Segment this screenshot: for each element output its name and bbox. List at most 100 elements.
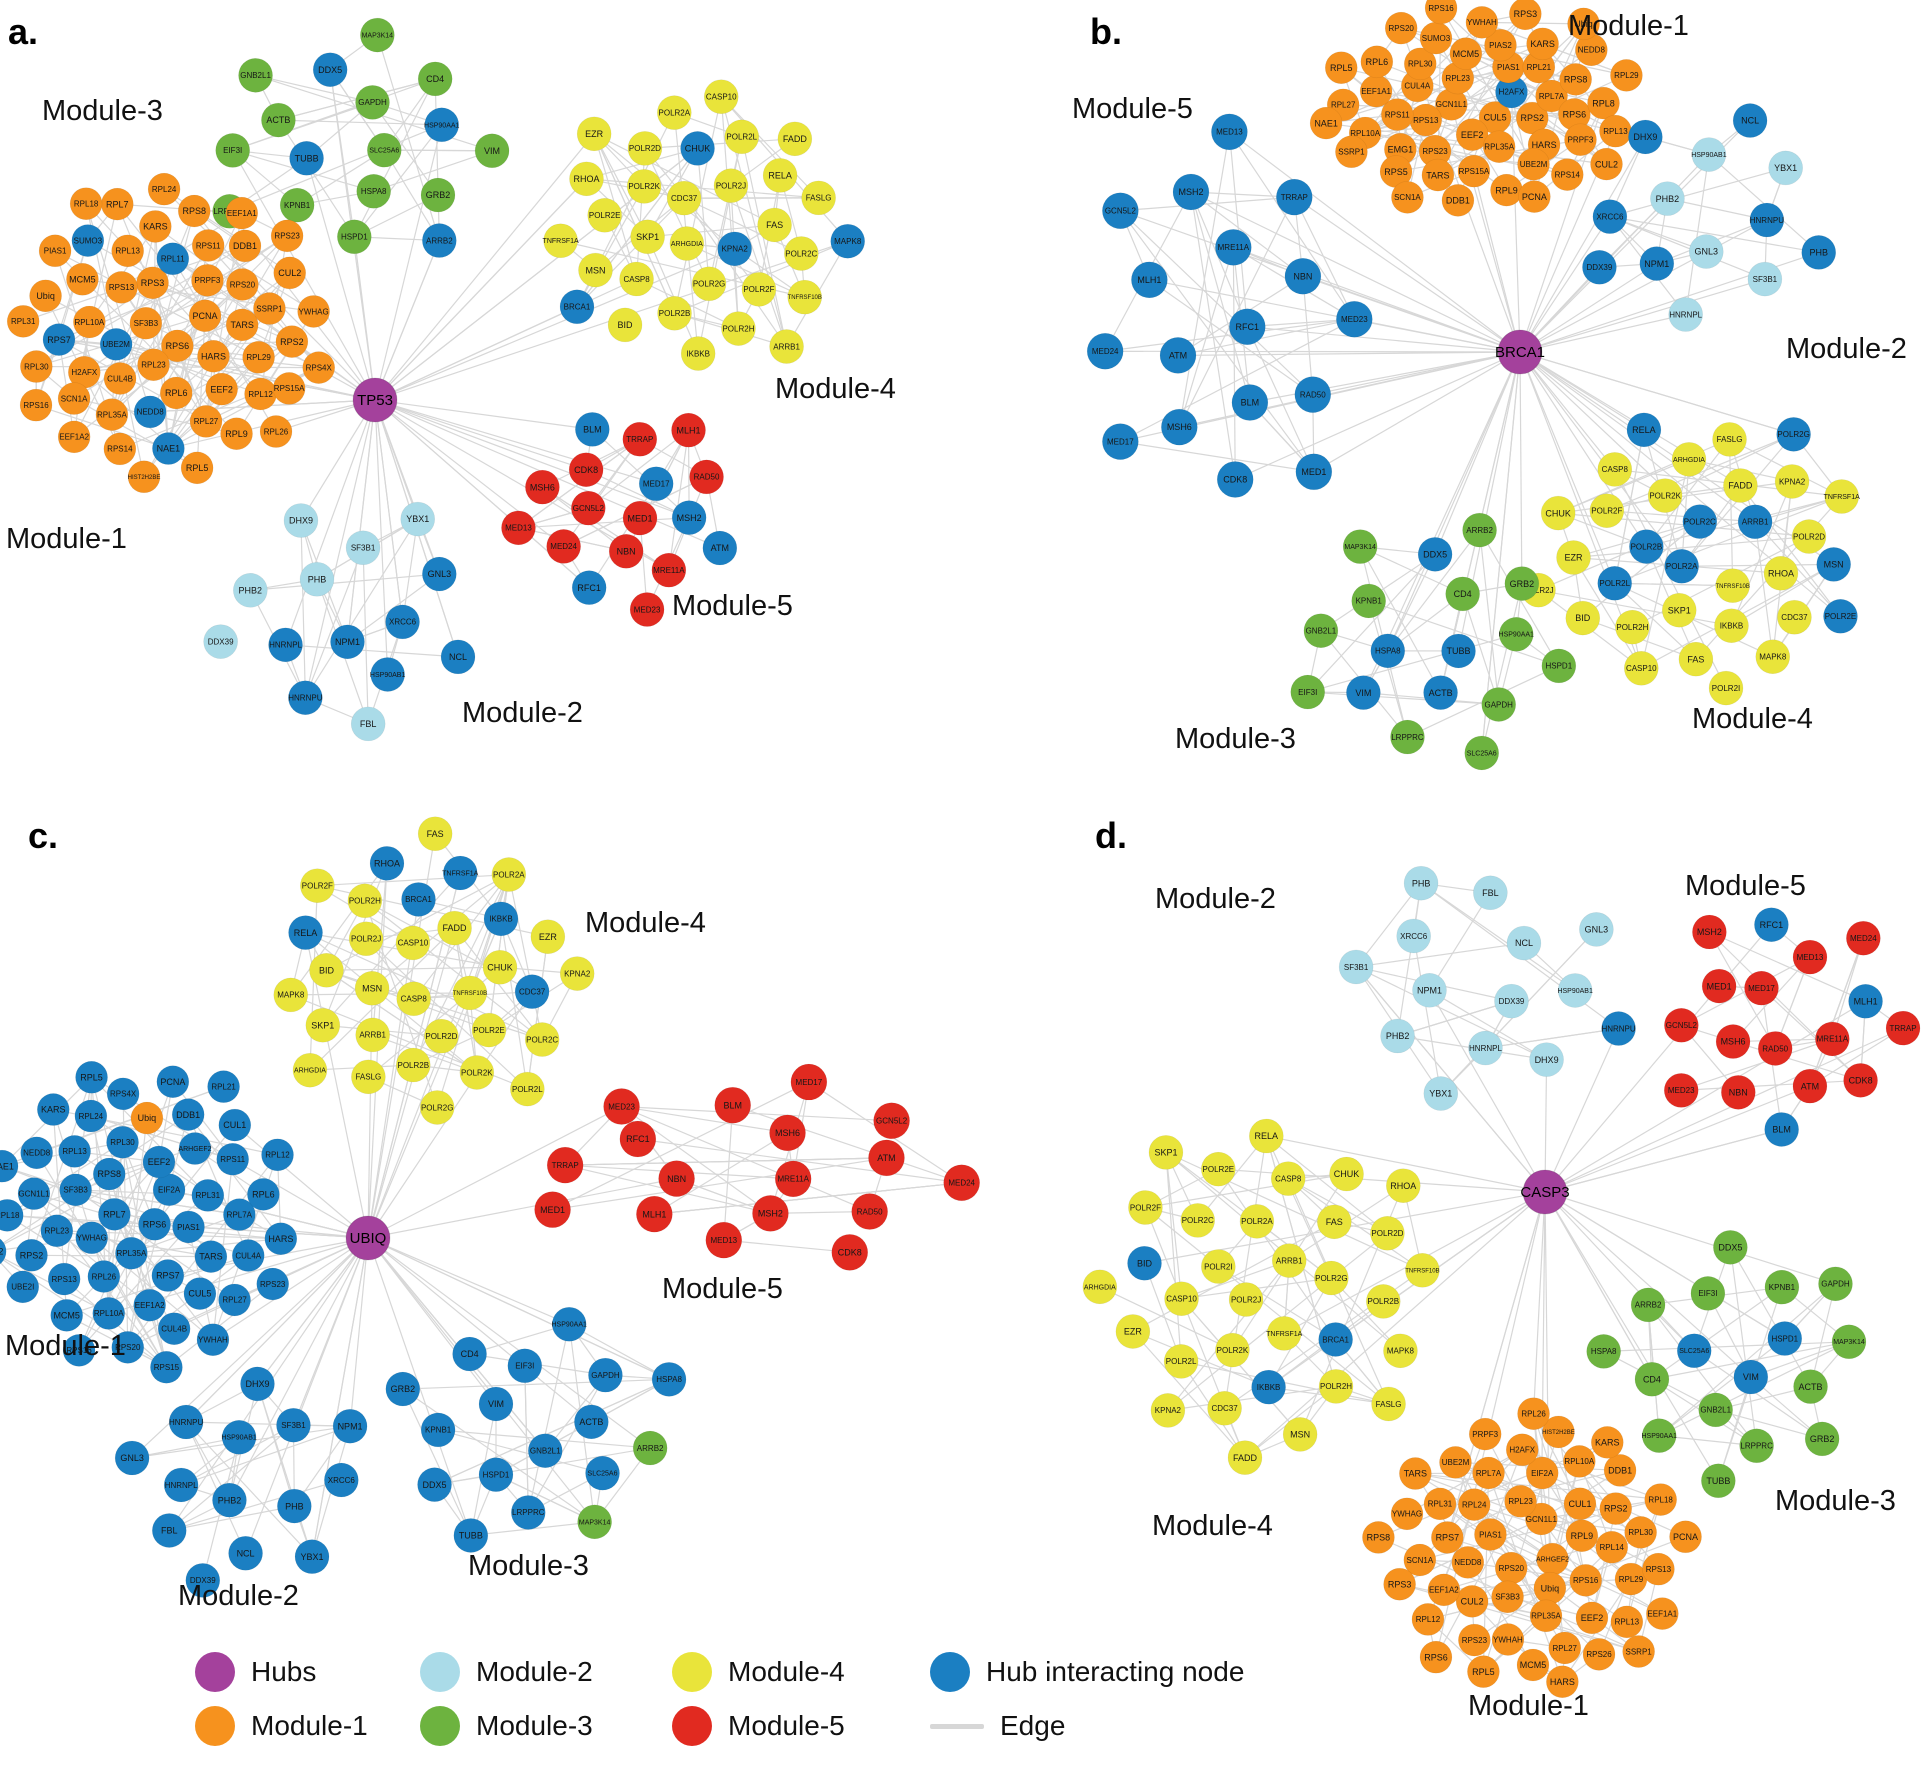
edge: [1265, 1135, 1388, 1234]
hub-edge: [374, 399, 389, 675]
edge: [1446, 1433, 1486, 1538]
gene-label: EIF3I: [223, 146, 242, 155]
gene-label: POLR2F: [1591, 507, 1622, 516]
gene-label: RPL31: [196, 1191, 221, 1200]
gene-label: GAPDH: [1821, 1280, 1850, 1289]
gene-node-POLR2B: [395, 1047, 431, 1083]
edge: [644, 148, 710, 285]
gene-label: YBX1: [406, 514, 429, 524]
edge: [1685, 154, 1710, 315]
edge: [1591, 1508, 1617, 1619]
gene-label: RPS13: [109, 283, 135, 292]
gene-label: HNRNPU: [288, 694, 322, 703]
edge: [1681, 1038, 1833, 1091]
gene-label: GRB2: [426, 190, 451, 200]
edge: [1645, 439, 1731, 547]
gene-node-RPL7A: [223, 1198, 256, 1231]
gene-node-RPS15A: [272, 372, 306, 405]
gene-label: POLR2B: [659, 309, 691, 318]
gene-node-CUL1: [1563, 1487, 1597, 1521]
gene-node-RPL10A: [92, 1297, 126, 1330]
gene-label: DDX5: [423, 1480, 447, 1490]
gene-node-RPL23: [137, 348, 170, 382]
legend-label: Module-5: [728, 1710, 845, 1741]
gene-label: EIF3I: [1698, 1289, 1717, 1298]
gene-node-POLR2C: [524, 1022, 560, 1057]
gene-node-HARS: [197, 339, 230, 373]
gene-label: PIAS1: [44, 247, 67, 256]
gene-node-RPL26: [259, 415, 293, 448]
gene-node-POLR2L: [1163, 1344, 1199, 1379]
module-label: Module-1: [6, 523, 127, 555]
edge: [1387, 554, 1436, 652]
gene-node-EZR: [530, 919, 566, 955]
gene-label: RPL27: [1553, 1644, 1578, 1653]
gene-node-RPL10A: [1563, 1445, 1596, 1478]
gene-node-TNFRSF10B: [1715, 568, 1750, 603]
gene-label: RPL26: [264, 427, 289, 436]
gene-label: RPS23: [1422, 147, 1448, 156]
hub-edge: [1519, 351, 1523, 584]
module-label: Module-2: [178, 1580, 299, 1612]
gene-node-TARS: [1399, 1457, 1432, 1490]
hub-edge: [1387, 351, 1521, 652]
gene-node-TARS: [1421, 158, 1455, 192]
gene-node-KARS: [139, 210, 172, 243]
gene-node-BLM: [1231, 384, 1269, 421]
gene-label: TRRAP: [1889, 1024, 1916, 1033]
hub-edge: [1473, 171, 1521, 353]
gene-node-YBX1: [294, 1539, 330, 1574]
gene-label: Ubiq: [1541, 1583, 1560, 1593]
edge: [526, 936, 549, 1090]
gene-node-EZR: [1115, 1314, 1151, 1349]
gene-label: DDX39: [1587, 263, 1613, 272]
gene-node-HARS: [264, 1222, 298, 1256]
label-layer: c.Module-4Module-5Module-1Module-2Module…: [5, 815, 783, 1612]
gene-node-POLR2B: [1365, 1284, 1401, 1319]
gene-label: MSN: [1290, 1430, 1310, 1440]
gene-label: RPS13: [1646, 1565, 1672, 1574]
gene-node-RFC1: [1754, 907, 1789, 942]
gene-node-LRPPRC: [510, 1495, 546, 1530]
hub-edge: [1434, 351, 1521, 555]
gene-label: GCN5L2: [1666, 1021, 1698, 1030]
gene-node-RPS15A: [1457, 154, 1491, 188]
gene-label: PHB2: [218, 1495, 242, 1505]
gene-label: CD4: [426, 74, 444, 84]
edge: [527, 1324, 570, 1513]
edge: [1145, 1173, 1347, 1209]
edge: [723, 1105, 734, 1241]
gene-label: TNFRSF10B: [788, 295, 822, 301]
edge: [168, 1424, 294, 1531]
gene-node-MLH1: [1848, 983, 1883, 1019]
gene-node-NAE1: [1309, 106, 1343, 140]
edge: [1609, 216, 1819, 254]
gene-node-RPL23: [1504, 1484, 1537, 1518]
gene-label: KPNA2: [1779, 477, 1806, 486]
gene-label: UBE2M: [1520, 160, 1548, 169]
gene-node-TRRAP: [1885, 1010, 1921, 1046]
gene-label: SKP1: [1668, 605, 1691, 615]
gene-label: RELA: [768, 171, 792, 181]
gene-node-SCN1A: [1391, 181, 1424, 214]
gene-node-RPL26: [87, 1260, 121, 1293]
gene-node-POLR2B: [657, 296, 692, 331]
gene-label: BID: [618, 320, 634, 330]
gene-label: POLR2A: [1241, 1217, 1273, 1226]
edge: [1397, 1000, 1512, 1037]
gene-label: ACTB: [1429, 688, 1453, 698]
gene-label: SKP1: [636, 232, 659, 242]
gene-label: TNFRSF1A: [442, 870, 479, 877]
gene-label: HNRNPL: [165, 1481, 198, 1490]
gene-label: RPL9: [225, 429, 248, 439]
gene-label: PRPF3: [1568, 136, 1594, 145]
gene-node-FBL: [350, 706, 386, 742]
gene-node-POLR2D: [424, 1018, 459, 1054]
gene-node-RPL11: [156, 242, 190, 276]
gene-label: RPL35A: [97, 410, 127, 419]
gene-node-POLR2C: [1682, 504, 1718, 539]
gene-node-RPS20: [111, 1331, 145, 1364]
gene-node-RPL12: [261, 1138, 294, 1172]
gene-label: BLM: [723, 1100, 742, 1110]
gene-label: BID: [319, 965, 335, 975]
